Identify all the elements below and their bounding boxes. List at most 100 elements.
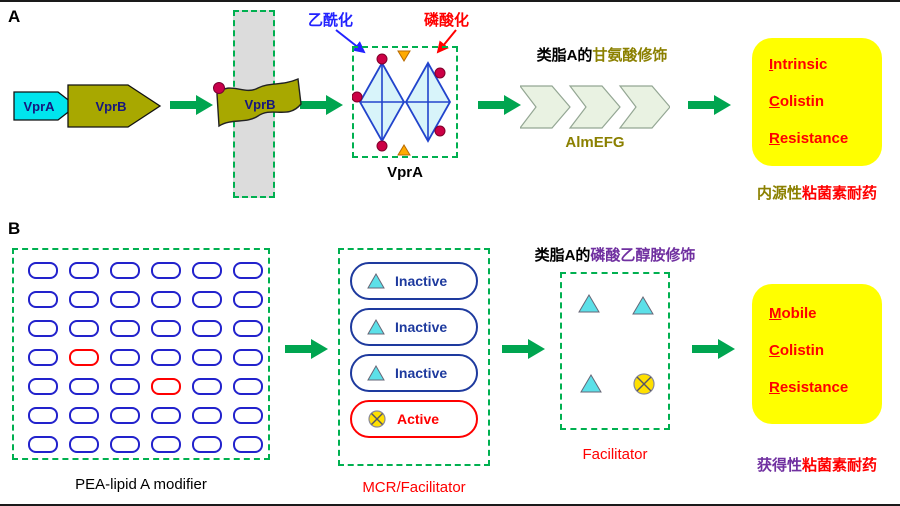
bacterium-cell	[110, 436, 140, 453]
bacterium-cell	[192, 436, 222, 453]
mutant-bacterium-cell	[69, 349, 99, 366]
flow-arrow-icon	[478, 95, 521, 115]
lipid-substrate-triangle-icon	[632, 296, 654, 315]
bacterium-cell	[69, 378, 99, 395]
mcr-variant-pill: Inactive	[350, 262, 478, 300]
bacterium-cell	[151, 320, 181, 337]
resistance-word: Resistance	[769, 130, 849, 147]
vprb-gene-label: VprB	[95, 99, 126, 114]
mobile-caption: 获得性粘菌素耐药	[756, 457, 878, 474]
membrane-protein-label: VprB	[244, 97, 275, 112]
phosphate-dot-icon	[434, 125, 446, 137]
almefg-operon-arrows	[520, 85, 670, 129]
phosphate-dot-icon	[434, 67, 446, 79]
phosphate-dot-icon	[376, 140, 388, 152]
gene-arrow-shape	[520, 85, 571, 129]
lipid-substrate-triangle-icon	[578, 294, 600, 313]
lipid-substrate-triangle-icon	[580, 374, 602, 393]
population-box	[12, 248, 270, 460]
pill-state-label: Inactive	[395, 365, 448, 381]
bacterium-cell	[151, 291, 181, 308]
mcr-caption: MCR/Facilitator	[362, 479, 466, 496]
flow-arrow-icon	[502, 339, 545, 359]
resistance-word: Colistin	[769, 93, 825, 110]
modified-lipid-crossed-circle-icon	[368, 410, 386, 428]
bacterium-cell	[233, 436, 263, 453]
bacterium-cell	[28, 407, 58, 424]
acetyl-triangle-icon	[397, 50, 411, 62]
bacterium-cell	[69, 262, 99, 279]
bacterium-cell	[110, 378, 140, 395]
lipid-substrate-triangle-icon	[367, 365, 385, 381]
bacterium-cell	[28, 349, 58, 366]
bacterium-cell	[28, 262, 58, 279]
lipid-substrate-triangle-icon	[367, 273, 385, 289]
mcr-variant-pill: Inactive	[350, 308, 478, 346]
phosphorylation-arrow-icon	[436, 29, 457, 54]
modification-highlight: 甘氨酸修饰	[592, 47, 668, 64]
resistance-word: Resistance	[769, 379, 849, 396]
bacterium-cell	[110, 407, 140, 424]
intrinsic-caption: 内源性粘菌素耐药	[756, 185, 878, 202]
modified-lipid-crossed-circle-icon	[633, 373, 655, 395]
lipid-a-icon	[352, 50, 452, 156]
vpra-gene-label: VprA	[23, 99, 55, 114]
facilitator-caption: Facilitator	[582, 446, 648, 463]
bacterium-cell	[151, 262, 181, 279]
almefg-label: AlmEFG	[565, 134, 625, 151]
bacterium-cell	[233, 407, 263, 424]
bacterium-cell	[28, 436, 58, 453]
flow-arrow-icon	[692, 339, 735, 359]
gene-arrow-shape	[618, 85, 670, 129]
flow-arrow-icon	[688, 95, 731, 115]
bacterium-cell	[28, 291, 58, 308]
panel-b-label: B	[8, 219, 21, 238]
phosphate-dot-icon	[352, 91, 363, 103]
bacterium-cell	[233, 291, 263, 308]
bacterium-cell	[192, 320, 222, 337]
acetylation-label: 乙酰化	[308, 12, 354, 29]
acetylation-arrow-icon	[335, 29, 366, 54]
vprb-gene-arrow-shape	[67, 84, 162, 128]
flow-arrow-icon	[170, 95, 213, 115]
bacterium-cell	[69, 320, 99, 337]
membrane-vprb-protein-icon: VprB	[213, 77, 302, 128]
intrinsic-resistance-box: Intrinsic Colistin Resistance	[752, 38, 882, 166]
mobile-resistance-box: Mobile Colistin Resistance	[752, 284, 882, 424]
resistance-word: Mobile	[769, 305, 817, 322]
bacterium-cell	[233, 262, 263, 279]
bacterium-cell	[69, 291, 99, 308]
pill-state-label: Inactive	[395, 319, 448, 335]
bacterium-cell	[69, 436, 99, 453]
bacterium-cell	[69, 407, 99, 424]
mcr-variants-box: Inactive Inactive Inactive Active	[338, 248, 490, 466]
bacterium-cell	[151, 349, 181, 366]
lipid-a-box-label: VprA	[387, 164, 423, 181]
bacterium-cell	[192, 262, 222, 279]
facilitator-box	[560, 272, 670, 430]
bacterium-cell	[233, 320, 263, 337]
bacterium-cell	[192, 349, 222, 366]
flow-arrow-icon	[300, 95, 343, 115]
phosphorylation-label: 磷酸化	[424, 12, 470, 29]
glycine-modification-label: 类脂A的甘氨酸修饰	[522, 44, 682, 65]
bacterium-cell	[233, 378, 263, 395]
lipid-substrate-triangle-icon	[367, 319, 385, 335]
bacterium-cell	[233, 349, 263, 366]
bacterium-cell	[110, 320, 140, 337]
bacterium-cell	[192, 378, 222, 395]
resistance-word: Colistin	[769, 342, 825, 359]
pill-state-label: Active	[397, 411, 440, 427]
mcr-variant-pill-active: Active	[350, 400, 478, 438]
mutant-bacterium-cell	[151, 378, 181, 395]
vpra-vprb-gene-arrows: VprA VprB	[13, 84, 162, 128]
modification-prefix: 类脂A的	[534, 247, 591, 264]
lipid-a-box	[352, 46, 458, 158]
bacterium-cell	[110, 291, 140, 308]
bacterium-cell	[28, 378, 58, 395]
acetyl-triangle-icon	[397, 144, 411, 156]
gene-arrow-shape	[568, 85, 621, 129]
bacterium-cell	[151, 407, 181, 424]
flow-arrow-icon	[285, 339, 328, 359]
